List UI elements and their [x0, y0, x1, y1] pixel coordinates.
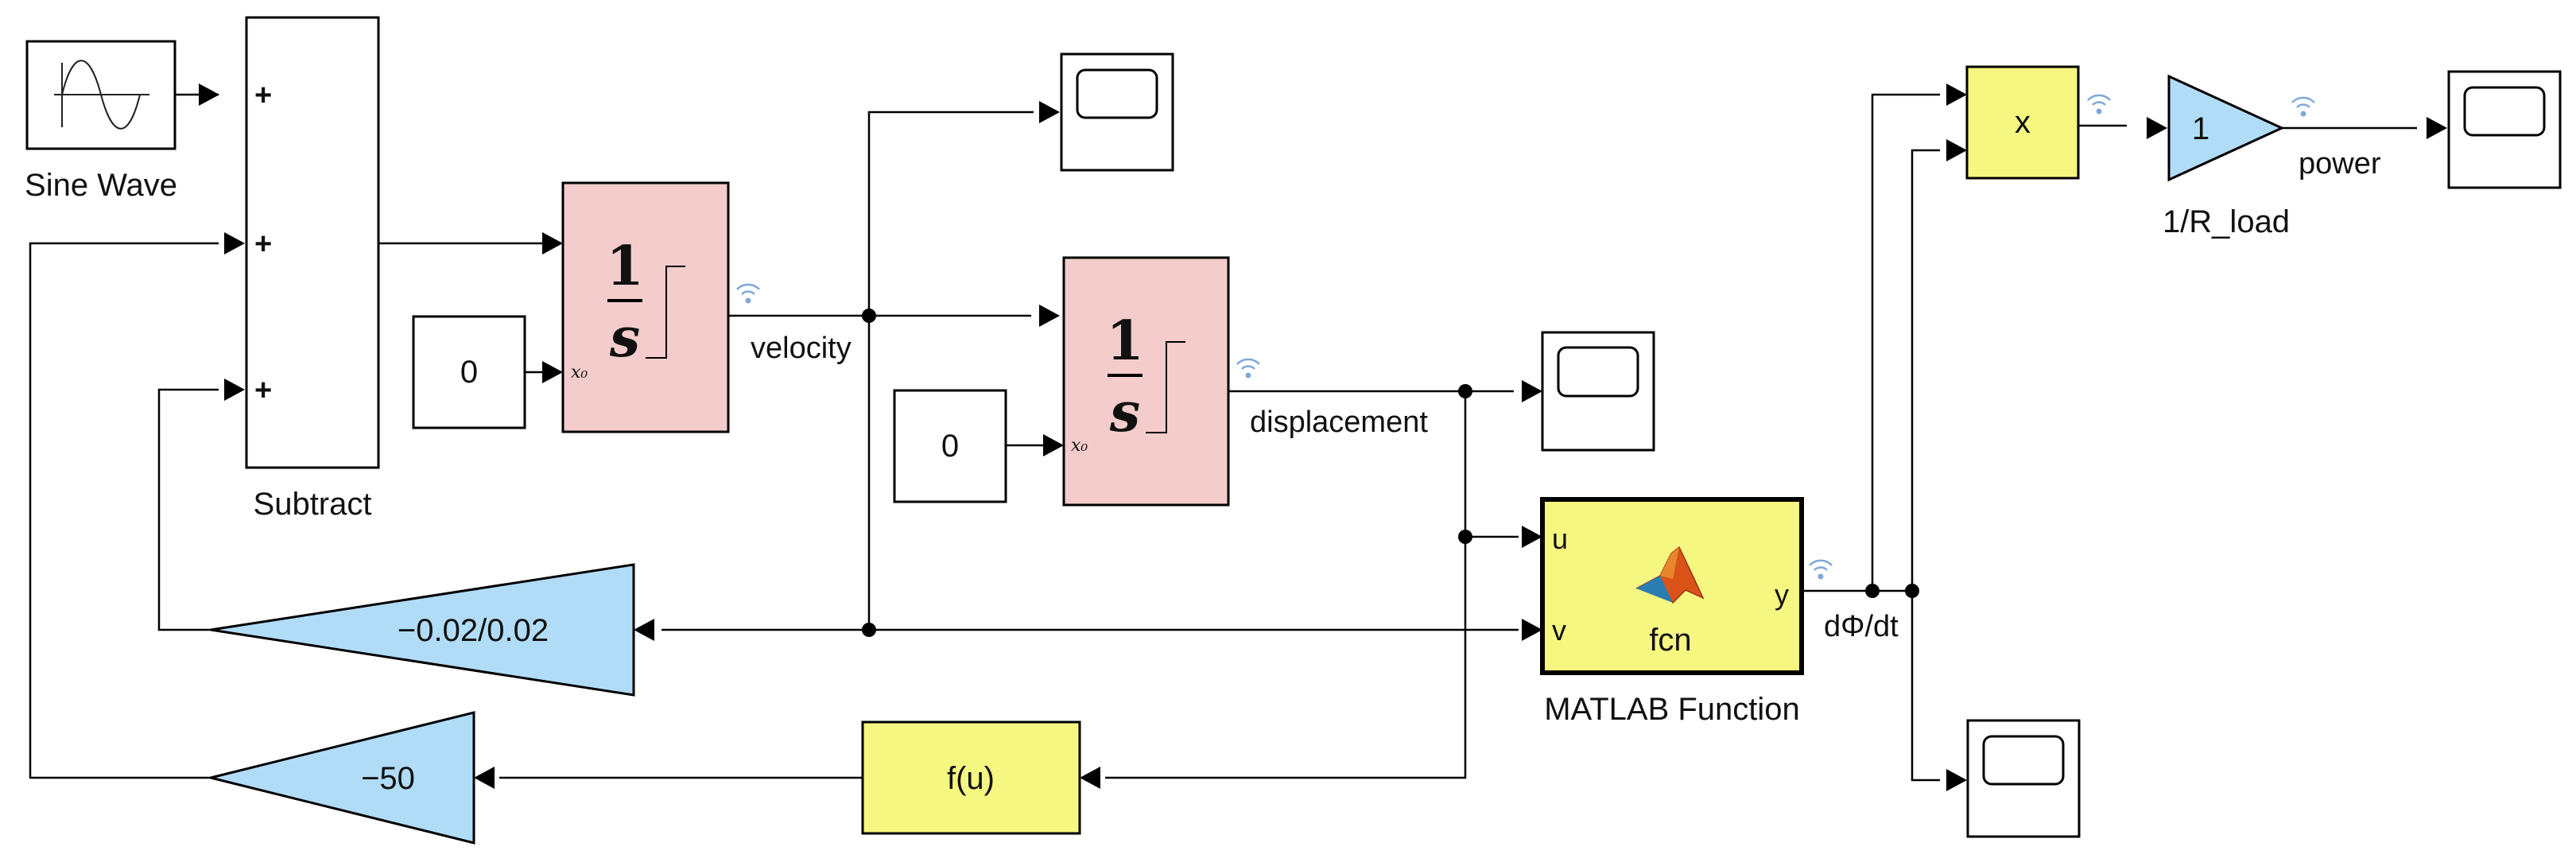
gain-block-damping[interactable]: −0.02/0.02	[210, 563, 635, 697]
gain-block-load[interactable]: 1 1/R_load	[2163, 74, 2290, 239]
wire-dphi-to-product-in1	[1871, 93, 1940, 591]
logging-icon[interactable]	[1809, 559, 1833, 580]
constant-block-2[interactable]: 0	[893, 389, 1007, 503]
subtract-port-plus-1: +	[254, 79, 272, 112]
wire-velocity-to-scope1	[867, 111, 1034, 316]
integrator-block-2[interactable]: 1 s x₀	[1062, 256, 1230, 507]
scope-screen-icon	[1557, 346, 1639, 398]
constant-block-1[interactable]: 0	[412, 315, 526, 429]
arrowhead	[199, 83, 219, 106]
matlab-function-name: fcn	[1649, 623, 1691, 658]
gain-block-stiffness[interactable]: −50	[210, 711, 475, 845]
subtract-label: Subtract	[254, 487, 372, 522]
product-block[interactable]: x	[1965, 65, 2080, 180]
subtract-port-plus-2: +	[254, 227, 272, 261]
fcn-block[interactable]: f(u)	[861, 720, 1081, 835]
matlab-logo-icon	[1635, 546, 1705, 604]
gain-load-label: 1/R_load	[2163, 204, 2290, 239]
branch-point	[862, 623, 876, 637]
signal-label-power: power	[2299, 147, 2381, 181]
arrowhead	[2427, 117, 2447, 139]
branch-point	[1458, 384, 1472, 398]
subtract-block[interactable]: + + + Subtract	[245, 16, 380, 522]
arrowhead	[1043, 434, 1064, 456]
integrator-2-ic-port: x₀	[1071, 436, 1088, 456]
wire-damping-to-subtract	[157, 388, 219, 631]
sine-wave-icon	[54, 60, 149, 130]
gain-damping-value: −0.02/0.02	[398, 613, 549, 648]
integrator-1-denominator: s	[609, 306, 640, 370]
sine-wave-block[interactable]: Sine Wave	[25, 40, 177, 203]
gain-stiffness-value: −50	[361, 761, 415, 796]
matlab-function-block[interactable]: u v y fcn MATLAB Function	[1540, 497, 1804, 727]
signal-lines	[29, 93, 2417, 782]
integrator-1-numerator: 1	[606, 235, 643, 298]
signal-label-displacement: displacement	[1250, 406, 1428, 439]
scope-block-velocity[interactable]	[1060, 52, 1174, 172]
scope-screen-icon	[1982, 735, 2065, 786]
signal-logging-icons	[736, 94, 2315, 580]
arrowhead	[542, 232, 563, 254]
arrowhead	[1522, 526, 1542, 548]
integrator-block-1[interactable]: 1 s x₀	[561, 181, 730, 433]
subtract-port-plus-3: +	[254, 374, 272, 407]
arrowhead	[224, 232, 245, 254]
branch-point	[1458, 530, 1472, 544]
scope-block-dphi-dt[interactable]	[1966, 719, 2081, 838]
matlab-function-port-v: v	[1552, 614, 1566, 647]
arrowhead	[1946, 83, 1967, 106]
arrowhead	[1522, 380, 1542, 402]
signal-label-velocity: velocity	[751, 332, 852, 365]
matlab-function-label: MATLAB Function	[1544, 692, 1800, 727]
integrator-2-denominator: s	[1109, 381, 1140, 445]
arrow-heads	[199, 83, 2447, 791]
arrowhead	[634, 619, 654, 641]
logging-icon[interactable]	[2291, 96, 2315, 117]
signal-label-dphi-dt: dΦ/dt	[1824, 610, 1899, 643]
branch-point	[1865, 584, 1880, 598]
scope-screen-icon	[1076, 68, 1158, 119]
arrowhead	[474, 767, 495, 789]
product-symbol: x	[2015, 105, 2031, 140]
constant-1-value: 0	[460, 355, 478, 390]
gain-load-value: 1	[2192, 111, 2209, 146]
scope-block-power[interactable]	[2447, 70, 2562, 189]
integrator-1-limit-icon	[646, 266, 685, 359]
wire-dphi-to-product-in2	[1911, 149, 1940, 591]
scope-screen-icon	[2463, 86, 2546, 137]
branch-point	[1905, 584, 1919, 598]
arrowhead	[2147, 117, 2167, 139]
wire-displacement-down	[1105, 391, 1467, 779]
branch-points	[862, 309, 1919, 637]
matlab-function-port-y: y	[1775, 578, 1789, 611]
integrator-1-ic-port: x₀	[571, 363, 588, 383]
arrowhead	[224, 379, 245, 401]
scope-block-displacement[interactable]	[1541, 331, 1655, 452]
matlab-function-port-u: u	[1552, 522, 1568, 555]
arrowhead	[1946, 769, 1967, 791]
constant-2-value: 0	[941, 429, 959, 464]
branch-point	[862, 309, 876, 323]
fcn-block-expression: f(u)	[947, 761, 995, 796]
logging-icon[interactable]	[736, 283, 760, 304]
arrowhead	[542, 361, 563, 383]
logging-icon[interactable]	[2087, 94, 2111, 115]
integrator-2-numerator: 1	[1106, 309, 1143, 373]
arrowhead	[1039, 305, 1060, 327]
sine-wave-label: Sine Wave	[25, 168, 177, 203]
logging-icon[interactable]	[1236, 358, 1260, 379]
arrowhead	[1946, 139, 1967, 161]
wire-stiffness-to-subtract	[29, 242, 219, 779]
wire-dphi-to-scope4	[1911, 591, 1940, 782]
arrowhead	[1039, 101, 1060, 123]
arrowhead	[1522, 619, 1542, 641]
integrator-2-limit-icon	[1146, 341, 1185, 433]
arrowhead	[1080, 767, 1100, 789]
